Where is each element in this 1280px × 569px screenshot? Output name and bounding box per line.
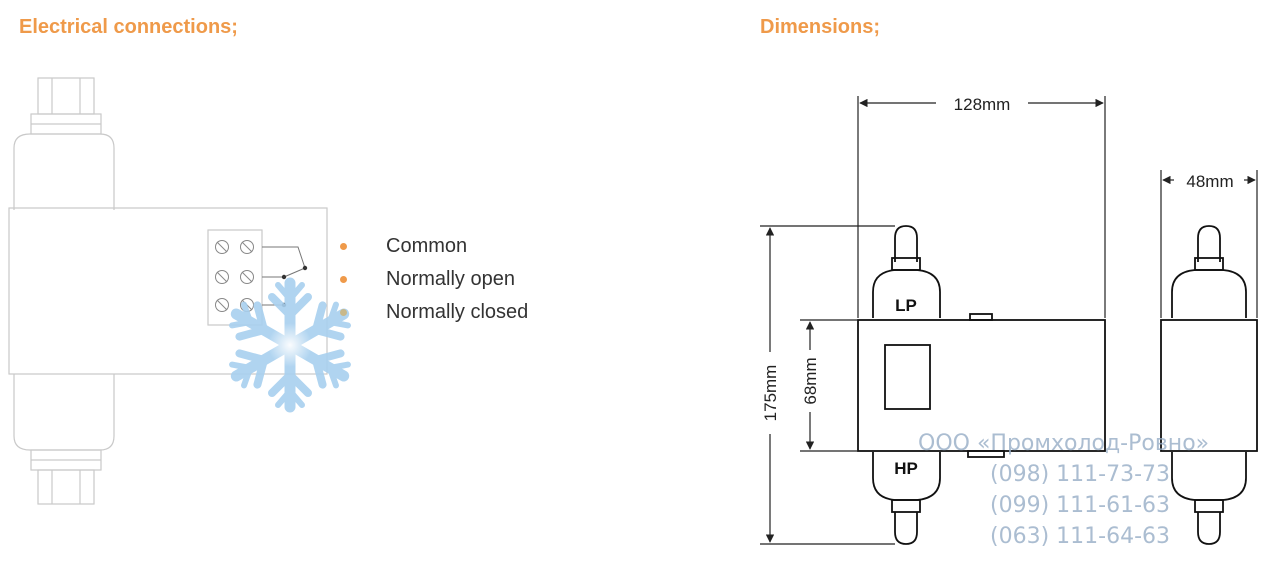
company-watermark: ООО «Промхолод-Ровно» (098) 111-73-73 (0… — [918, 428, 1263, 552]
pressure-switch-drawing — [8, 77, 328, 505]
bottom-fitting — [37, 469, 95, 505]
low-pressure-label: LP — [895, 296, 917, 315]
watermark-phone: (098) 111-73-73 — [990, 462, 1171, 487]
dimension-lines — [760, 96, 1258, 545]
legend-label: Normally open — [386, 268, 515, 290]
top-fitting — [37, 77, 95, 115]
connection-legend: Common Normally open Normally closed — [340, 230, 528, 329]
high-pressure-label: HP — [894, 459, 918, 478]
dimensions-title: Dimensions; — [760, 16, 881, 38]
dimension-height-body: 68mm — [801, 357, 820, 404]
legend-dot — [340, 243, 347, 250]
watermark-company: ООО «Промхолод-Ровно» — [918, 431, 1210, 456]
dimension-width-front: 128mm — [954, 95, 1011, 114]
legend-dot — [340, 276, 347, 283]
front-view-drawing — [857, 225, 1106, 545]
legend-label: Normally closed — [386, 301, 529, 323]
legend-label: Common — [386, 235, 468, 257]
legend-dot — [340, 309, 347, 316]
side-view-drawing — [1160, 225, 1258, 545]
dimension-height-total: 175mm — [761, 365, 780, 422]
electrical-connections-title: Electrical connections; — [19, 16, 238, 38]
legend-item-normally-open: Normally open — [340, 263, 528, 296]
watermark-phone: (063) 111-64-63 — [990, 524, 1171, 549]
terminal-block — [207, 229, 308, 326]
side-body — [1160, 319, 1258, 452]
switch-body — [8, 207, 328, 375]
legend-item-common: Common — [340, 230, 528, 263]
dimension-width-side: 48mm — [1186, 172, 1233, 191]
watermark-phone: (099) 111-61-63 — [990, 493, 1171, 518]
legend-item-normally-closed: Normally closed — [340, 296, 528, 329]
snowflake-icon — [227, 283, 352, 407]
